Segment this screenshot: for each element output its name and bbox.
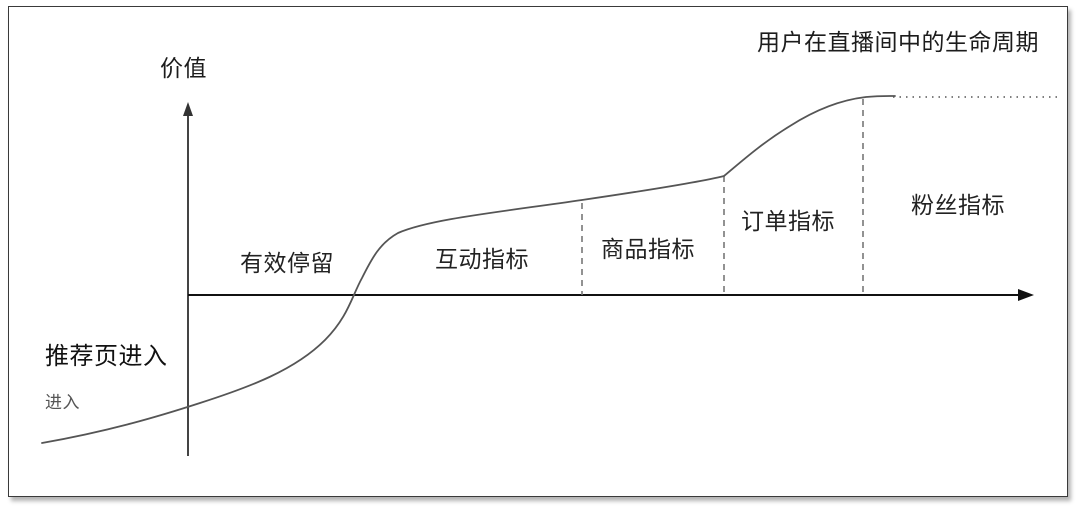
stage-label-interaction-metrics: 互动指标 <box>435 247 529 273</box>
y-axis <box>183 102 193 456</box>
x-axis <box>188 289 1034 301</box>
stage-dividers <box>581 99 864 295</box>
stage-label-product-metrics: 商品指标 <box>601 237 695 263</box>
lifecycle-curve <box>41 95 896 444</box>
stage-label-order-metrics: 订单指标 <box>741 209 835 235</box>
stage-label-effective-stay: 有效停留 <box>240 251 334 277</box>
stage-label-fan-metrics: 粉丝指标 <box>911 193 1005 219</box>
y-axis-label: 价值 <box>160 56 207 82</box>
entry-sublabel: 进入 <box>45 393 80 413</box>
chart-title: 用户在直播间中的生命周期 <box>757 30 1039 56</box>
diagram-frame <box>8 6 1068 497</box>
entry-label: 推荐页进入 <box>45 342 168 370</box>
